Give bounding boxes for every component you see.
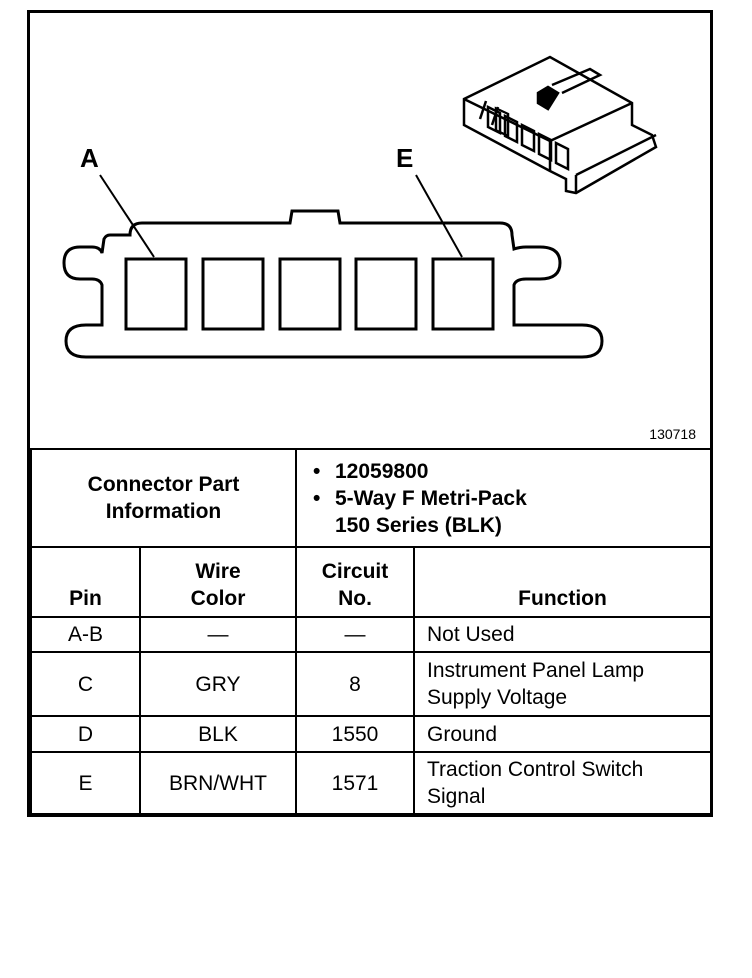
function-line2: Supply Voltage [427,686,568,709]
function-line1: Traction Control Switch [427,758,644,781]
circuit-cell: 8 [295,651,415,717]
wire-color-cell: — [139,616,297,653]
connector-description-line2: 150 Series (BLK) [335,513,502,537]
header-pin: Pin [30,546,141,618]
cavity-d [354,257,418,331]
connector-info-title-line2: Information [105,500,222,523]
connector-info-title-line1: Connector Part [87,473,240,496]
leader-line-e [415,174,463,258]
table-row: A-B — — Not Used [30,616,712,653]
function-line1: Instrument Panel Lamp [427,659,645,682]
table-header-row: Pin Wire Color Circuit No. Function [30,546,712,618]
pin-cell: E [30,751,141,815]
header-circuit-line1: Circuit [321,560,389,583]
pin-label-a: A [80,143,99,173]
header-wire-color-line2: Color [190,587,246,610]
table-row: E BRN/WHT 1571 Traction Control Switch S… [30,751,712,815]
connector-info-row: Connector Part Information 12059800 5-Wa… [30,448,712,548]
cavity-a [124,257,188,331]
cavity-b [201,257,265,331]
pin-cell: C [30,651,141,717]
function-line2: Signal [427,785,486,808]
figure-number: 130718 [649,426,696,442]
cavity-c [278,257,342,331]
header-function: Function [413,546,712,618]
pin-cell: D [30,715,141,753]
header-circuit: Circuit No. [295,546,415,618]
connector-isometric-sketch [462,55,658,195]
function-line1: Not Used [427,623,515,646]
header-function-label: Function [518,587,607,610]
connector-sheet: A E 130718 Connector Part Information 12… [27,10,713,817]
circuit-cell: 1571 [295,751,415,815]
leader-line-a [99,174,155,258]
function-cell: Not Used [413,616,712,653]
cavity-e [431,257,495,331]
connector-face-drawing [62,55,658,359]
connector-description-line1: 5-Way F Metri-Pack [313,485,710,512]
header-wire-color: Wire Color [139,546,297,618]
header-wire-color-line1: Wire [195,560,241,583]
function-cell: Traction Control Switch Signal [413,751,712,815]
pin-label-e: E [396,143,414,173]
table-row: C GRY 8 Instrument Panel Lamp Supply Vol… [30,651,712,717]
circuit-cell: 1550 [295,715,415,753]
connector-info-title: Connector Part Information [30,448,297,548]
part-number: 12059800 [313,458,710,485]
function-cell: Ground [413,715,712,753]
wire-color-cell: GRY [139,651,297,717]
header-circuit-line2: No. [338,587,372,610]
wire-color-cell: BRN/WHT [139,751,297,815]
connector-table: Connector Part Information 12059800 5-Wa… [30,448,712,815]
connector-info-details: 12059800 5-Way F Metri-Pack 150 Series (… [295,448,712,548]
function-line1: Ground [427,722,498,746]
cavity-row [124,257,495,331]
header-pin-label: Pin [69,587,102,610]
connector-body-outline [62,209,604,359]
circuit-cell: — [295,616,415,653]
function-cell: Instrument Panel Lamp Supply Voltage [413,651,712,717]
pin-cell: A-B [30,616,141,653]
table-row: D BLK 1550 Ground [30,715,712,753]
wire-color-cell: BLK [139,715,297,753]
connector-figure: A E 130718 [30,13,710,448]
